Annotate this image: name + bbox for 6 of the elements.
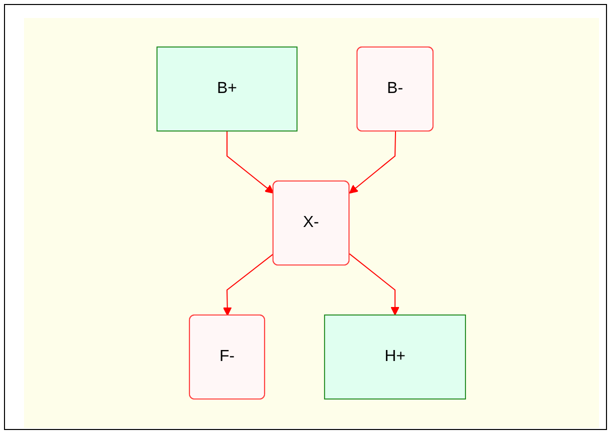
arrow <box>349 253 400 316</box>
arrow <box>349 131 396 194</box>
arrow <box>226 130 274 194</box>
arrow <box>223 253 274 316</box>
node-box: B+ <box>156 46 298 132</box>
node-box: H+ <box>324 314 466 400</box>
